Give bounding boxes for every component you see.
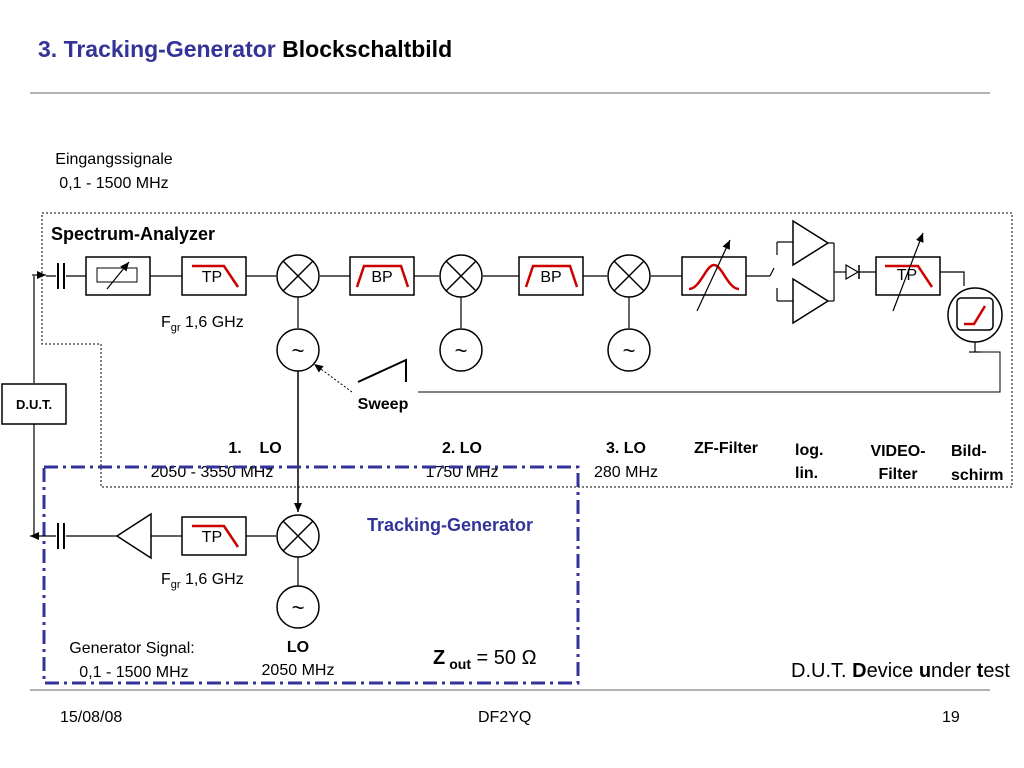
sweep-ramp-icon — [357, 358, 407, 383]
slide-title-colored: 3. Tracking-Generator — [38, 36, 276, 62]
log-lin-amplifiers — [769, 219, 846, 325]
input-capacitor — [56, 262, 66, 290]
screen-title-2: schirm — [951, 467, 1003, 484]
footer-date: 15/08/08 — [60, 709, 123, 726]
tracking-lo-frequency: 2050 MHz — [262, 662, 335, 679]
lo2-title: 2. LO — [442, 440, 482, 457]
dut-box-label: D.U.T. — [16, 397, 52, 412]
bandpass-filter-2-label: BP — [540, 269, 561, 286]
mixer-2 — [439, 254, 483, 298]
mixer-3 — [607, 254, 651, 298]
tracking-mixer — [276, 514, 320, 558]
lo3-oscillator: ~ — [607, 328, 651, 372]
dut-legend: D.U.T. Device under test — [791, 660, 1010, 682]
tracking-lo-title: LO — [287, 639, 309, 656]
tracking-amplifier-icon — [115, 512, 152, 560]
sweep-control-arrow — [313, 363, 353, 393]
lowpass-filter-1: TP — [181, 256, 247, 296]
input-range: 0,1 - 1500 MHz — [59, 175, 168, 192]
mixer-1 — [276, 254, 320, 298]
analyzer-frame — [41, 212, 1013, 488]
tracking-lowpass-label: TP — [202, 529, 222, 546]
detector-diode-icon — [845, 263, 876, 281]
tracking-oscillator-symbol: ~ — [292, 595, 305, 620]
bandpass-filter-2: BP — [518, 256, 584, 296]
lin-amplifier-icon — [792, 277, 830, 325]
attenuator — [85, 256, 151, 296]
video-filter-title-1: VIDEO- — [870, 443, 925, 460]
lo3-oscillator-symbol: ~ — [623, 338, 636, 363]
video-filter-title-2: Filter — [878, 466, 917, 483]
log-amplifier-icon — [792, 219, 830, 267]
tracking-capacitor — [56, 522, 66, 550]
lowpass-filter-1-label: TP — [202, 269, 222, 286]
tracking-generator-frame — [42, 465, 580, 685]
generator-signal-label: Generator Signal: — [69, 640, 194, 657]
sweep-return-line — [418, 351, 1001, 393]
lin-label: lin. — [795, 465, 818, 482]
slide-title: 3. Tracking-Generator Blockschaltbild — [38, 36, 452, 63]
bandpass-filter-1: BP — [349, 256, 415, 296]
generator-signal-range: 0,1 - 1500 MHz — [79, 664, 188, 681]
fgr-label-1: Fgr 1,6 GHz — [161, 314, 244, 334]
fgr-label-2: Fgr 1,6 GHz — [161, 571, 244, 591]
lo3-frequency: 280 MHz — [594, 464, 658, 481]
tracking-oscillator: ~ — [276, 585, 320, 629]
lo2-oscillator-symbol: ~ — [455, 338, 468, 363]
dut-box: D.U.T. — [1, 383, 67, 425]
screen-title-1: Bild- — [951, 443, 987, 460]
slide-title-plain: Blockschaltbild — [282, 36, 453, 62]
lo1-oscillator: ~ — [276, 328, 320, 372]
lo3-title: 3. LO — [606, 440, 646, 457]
footer-author: DF2YQ — [478, 709, 532, 726]
video-to-screen-line — [940, 271, 965, 286]
sweep-label: Sweep — [358, 396, 409, 413]
lo2-oscillator: ~ — [439, 328, 483, 372]
lo1-oscillator-symbol: ~ — [292, 338, 305, 363]
if-filter — [681, 239, 747, 312]
footer-page-number: 19 — [942, 709, 960, 726]
bandpass-filter-1-label: BP — [371, 269, 392, 286]
analyzer-label: Spectrum-Analyzer — [51, 224, 215, 244]
tracking-lowpass-filter: TP — [181, 516, 247, 556]
video-filter: TP — [875, 232, 941, 312]
screen-icon — [947, 287, 1003, 353]
if-filter-label: ZF-Filter — [694, 440, 758, 457]
input-label: Eingangssignale — [55, 151, 173, 168]
lo1-title: 1. LO — [228, 440, 281, 457]
tracking-generator-label: Tracking-Generator — [367, 515, 533, 535]
log-label: log. — [795, 442, 823, 459]
